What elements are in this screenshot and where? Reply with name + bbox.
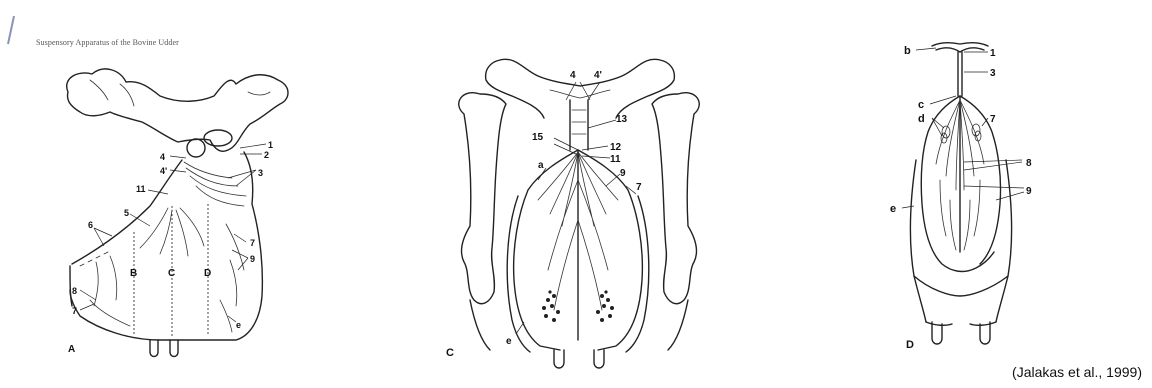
label-B: B: [130, 268, 137, 279]
teat: [594, 350, 604, 368]
right-femur: [652, 93, 699, 304]
label-11: 11: [610, 154, 621, 165]
label-7: 7: [990, 114, 996, 125]
label-9: 9: [1026, 186, 1032, 197]
label-a: a: [538, 160, 544, 171]
label-d: d: [918, 113, 925, 125]
label-b: b: [904, 45, 911, 57]
label-7b: 7: [72, 306, 77, 316]
label-3: 3: [258, 168, 263, 178]
label-D: D: [204, 268, 211, 279]
panel-letter-a: A: [68, 344, 75, 355]
pelvis-top: [486, 59, 675, 118]
teat: [150, 340, 158, 357]
label-2: 2: [264, 150, 269, 160]
teat: [170, 340, 178, 357]
label-1: 1: [990, 48, 996, 59]
label-7: 7: [636, 182, 642, 193]
teat: [554, 350, 564, 368]
label-5: 5: [124, 208, 129, 218]
left-femur: [459, 93, 506, 304]
label-e: e: [236, 320, 241, 330]
label-4: 4: [160, 152, 165, 162]
pelvis-bone: [67, 69, 288, 151]
citation: (Jalakas et al., 1999): [1012, 364, 1142, 380]
panel-d-drawing: b 1 3 c d 7 8 9 e D: [880, 0, 1120, 388]
panel-letter-d: D: [906, 339, 914, 351]
label-9: 9: [620, 168, 626, 179]
label-e: e: [890, 203, 896, 215]
body-wall: [910, 160, 1011, 322]
label-8: 8: [1026, 158, 1032, 169]
label-13: 13: [616, 114, 628, 125]
label-4-prime: 4': [594, 70, 602, 81]
label-1: 1: [268, 140, 273, 150]
label-C: C: [168, 268, 175, 279]
label-9: 9: [250, 254, 255, 264]
label-12: 12: [610, 142, 622, 153]
label-11: 11: [136, 184, 146, 194]
label-8: 8: [72, 286, 77, 296]
label-e: e: [506, 336, 512, 347]
label-c: c: [918, 99, 924, 111]
label-3: 3: [990, 68, 996, 79]
panel-letter-c: C: [446, 347, 454, 359]
label-4-prime: 4': [160, 166, 167, 176]
panel-c-drawing: 4 4' 13 15 12 11 a 9 7 e C: [420, 0, 740, 388]
udder-left-half: [921, 96, 994, 271]
udder-outline: [70, 152, 262, 340]
label-7: 7: [250, 238, 255, 248]
label-15: 15: [532, 132, 544, 143]
panel-a-drawing: 1 2 3 4 4' 11 5 6 B C D 7 9 8 7 e A: [0, 0, 330, 388]
pelvic-bar: [932, 43, 988, 52]
label-4: 4: [570, 70, 576, 81]
label-6: 6: [88, 220, 93, 230]
